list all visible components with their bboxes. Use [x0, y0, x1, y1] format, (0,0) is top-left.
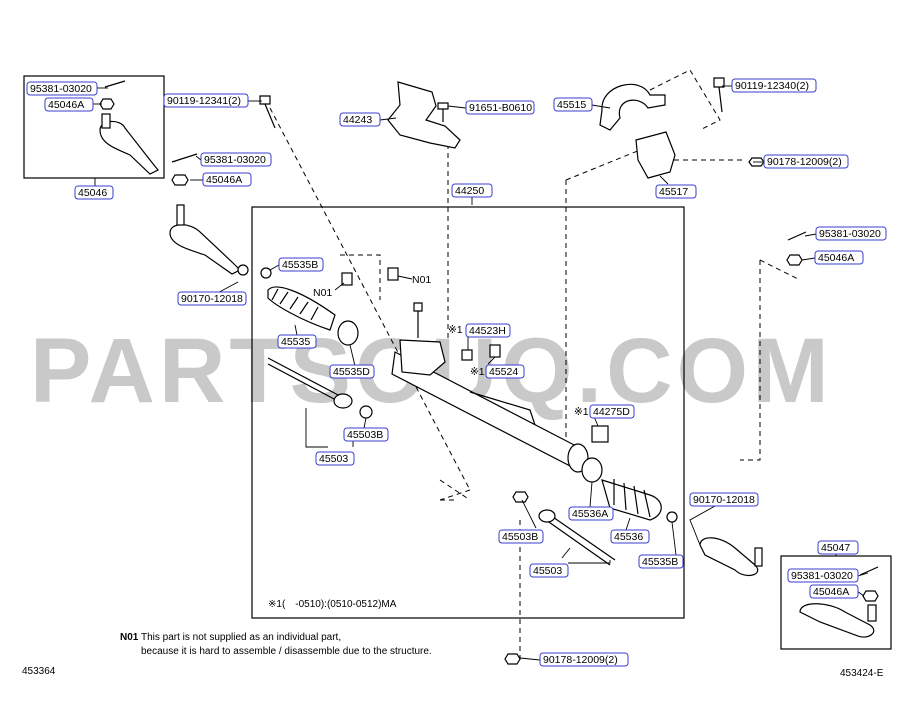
svg-text:45047: 45047 — [821, 542, 850, 554]
footer-right-code: 453424-E — [840, 668, 884, 679]
svg-text:45524: 45524 — [489, 366, 518, 378]
svg-text:45535B: 45535B — [282, 259, 318, 271]
label-45535b-top[interactable]: 45535B — [278, 257, 324, 272]
svg-text:45535: 45535 — [281, 336, 310, 348]
note-code: N01 — [120, 632, 139, 643]
dashed-references — [269, 69, 801, 660]
svg-text:45503B: 45503B — [502, 531, 538, 543]
label-90119-12341[interactable]: 90119-12341(2) — [163, 93, 249, 108]
label-90178-bot[interactable]: 90178-12009(2) — [539, 652, 629, 667]
footnote-range: ※1( -0510):(0510-0512)MA — [268, 599, 397, 610]
label-45535[interactable]: 45535 — [277, 334, 317, 349]
label-45535d[interactable]: 45535D — [329, 364, 375, 379]
svg-text:95381-03020: 95381-03020 — [30, 83, 92, 95]
label-45046[interactable]: 45046 — [74, 185, 114, 200]
label-45046a-br[interactable]: 45046A — [809, 584, 859, 599]
label-44275d[interactable]: 44275D — [589, 404, 635, 419]
note-line-1: This part is not supplied as an individu… — [141, 632, 341, 643]
svg-text:45536: 45536 — [614, 531, 643, 543]
label-91651[interactable]: 91651-B0610 — [465, 100, 535, 115]
label-95381-mid[interactable]: 95381-03020 — [200, 152, 272, 167]
label-45517[interactable]: 45517 — [655, 184, 697, 199]
label-45524[interactable]: 45524 — [485, 364, 525, 379]
label-45515[interactable]: 45515 — [553, 97, 593, 112]
svg-text:95381-03020: 95381-03020 — [791, 570, 853, 582]
label-90170-right[interactable]: 90170-12018 — [689, 492, 759, 507]
ref-mark-44275d: ※1 — [574, 406, 589, 418]
svg-text:45503B: 45503B — [347, 429, 383, 441]
svg-text:45503: 45503 — [319, 453, 348, 465]
part-drawings — [99, 77, 879, 665]
tie-rod-end-box-left — [23, 75, 165, 179]
label-95381-br[interactable]: 95381-03020 — [787, 568, 859, 583]
label-95381-right[interactable]: 95381-03020 — [815, 226, 887, 241]
label-45503-right[interactable]: 45503 — [529, 563, 569, 578]
footer-left-code: 453364 — [22, 666, 56, 677]
note-line-2: because it is hard to assemble / disasse… — [141, 646, 432, 657]
label-90119-12340[interactable]: 90119-12340(2) — [731, 78, 817, 93]
svg-text:45535B: 45535B — [642, 556, 678, 568]
label-45046a-tl[interactable]: 45046A — [44, 97, 94, 112]
svg-text:90170-12018: 90170-12018 — [181, 293, 243, 305]
label-45047[interactable]: 45047 — [817, 540, 859, 555]
svg-text:90119-12341(2): 90119-12341(2) — [167, 95, 241, 107]
svg-text:45046A: 45046A — [206, 174, 242, 186]
svg-text:45515: 45515 — [557, 99, 586, 111]
label-90170-left[interactable]: 90170-12018 — [177, 291, 247, 306]
svg-text:95381-03020: 95381-03020 — [204, 154, 266, 166]
svg-text:45046A: 45046A — [813, 586, 849, 598]
label-44250[interactable]: 44250 — [451, 183, 493, 198]
part-labels: 95381-03020 45046A 45046 90119-12341(2) … — [26, 78, 887, 667]
svg-text:90178-12009(2): 90178-12009(2) — [543, 654, 618, 666]
svg-text:90178-12009(2): 90178-12009(2) — [767, 156, 842, 168]
svg-text:45535D: 45535D — [333, 366, 370, 378]
svg-text:45046: 45046 — [78, 187, 107, 199]
svg-text:90170-12018: 90170-12018 — [693, 494, 755, 506]
svg-text:44275D: 44275D — [593, 406, 630, 418]
label-45046a-right[interactable]: 45046A — [814, 250, 864, 265]
ref-mark-44523h: ※1 — [448, 324, 463, 336]
label-45535b-bot[interactable]: 45535B — [638, 554, 684, 569]
svg-text:44523H: 44523H — [469, 325, 506, 337]
svg-text:45517: 45517 — [659, 186, 688, 198]
assembly-frame — [251, 206, 685, 619]
label-44523h[interactable]: 44523H — [465, 323, 511, 338]
svg-text:45046A: 45046A — [48, 99, 84, 111]
svg-text:45536A: 45536A — [572, 508, 608, 520]
label-n01-b: N01 — [412, 274, 431, 286]
label-95381-tl[interactable]: 95381-03020 — [26, 81, 98, 96]
svg-text:44243: 44243 — [343, 114, 372, 126]
svg-text:95381-03020: 95381-03020 — [819, 228, 881, 240]
label-45536a[interactable]: 45536A — [568, 506, 614, 521]
svg-text:45046A: 45046A — [818, 252, 854, 264]
svg-text:90119-12340(2): 90119-12340(2) — [735, 80, 809, 92]
label-45503b-right[interactable]: 45503B — [498, 529, 544, 544]
ref-mark-45524: ※1 — [470, 366, 485, 378]
label-90178-top[interactable]: 90178-12009(2) — [763, 154, 849, 169]
svg-text:44250: 44250 — [455, 185, 484, 197]
label-n01-a: N01 — [313, 287, 332, 299]
svg-text:45503: 45503 — [533, 565, 562, 577]
label-45503b-left[interactable]: 45503B — [343, 427, 389, 442]
svg-text:91651-B0610: 91651-B0610 — [469, 102, 532, 114]
label-45536[interactable]: 45536 — [610, 529, 650, 544]
label-44243[interactable]: 44243 — [339, 112, 381, 127]
label-45503-left[interactable]: 45503 — [315, 451, 355, 466]
label-45046a-mid[interactable]: 45046A — [202, 172, 252, 187]
